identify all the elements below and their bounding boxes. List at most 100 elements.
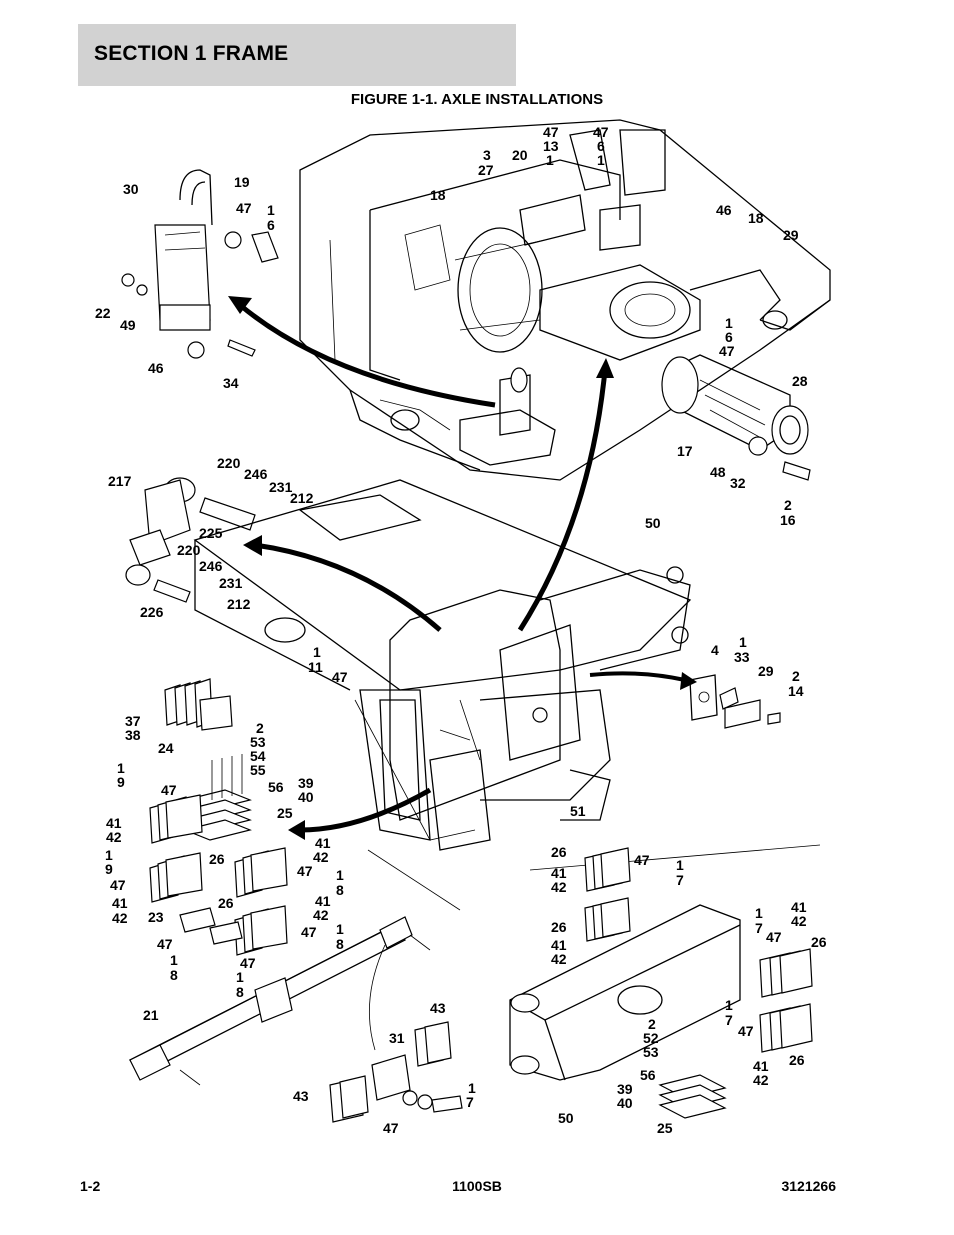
callout: 31 — [389, 1030, 405, 1046]
main-chassis-drawing — [193, 479, 781, 851]
callout: 246 — [244, 466, 268, 482]
callout: 47 — [332, 669, 348, 685]
callout: 48 — [710, 464, 726, 480]
callout: 246 — [199, 558, 223, 574]
callout: 212 — [290, 490, 314, 506]
callout: 26 — [551, 919, 567, 935]
callout: 47 — [738, 1023, 754, 1039]
callout: 21 — [143, 1007, 159, 1023]
callout: 26 — [209, 851, 225, 867]
callout: 220 — [177, 542, 201, 558]
callout: 20 — [512, 147, 528, 163]
callout: 47 — [301, 924, 317, 940]
callout: 32 — [730, 475, 746, 491]
callout: 22 — [95, 305, 111, 321]
figure-title: FIGURE 1-1. AXLE INSTALLATIONS — [350, 91, 604, 108]
callout: 225 — [199, 525, 223, 541]
callout: 43 — [430, 1000, 446, 1016]
callout: 50 — [558, 1110, 574, 1126]
callout: 26 — [811, 934, 827, 950]
callout: 47 — [634, 852, 650, 868]
upper-frame-drawing — [299, 119, 831, 481]
callout: 26 — [551, 844, 567, 860]
callout: 47 — [161, 782, 177, 798]
callout: 23 — [148, 909, 164, 925]
callout: 47 — [240, 955, 256, 971]
section-title: SECTION 1 FRAME — [94, 42, 289, 65]
callout: 28 — [792, 373, 808, 389]
callout: 26 — [218, 895, 234, 911]
model-number: 1100SB — [452, 1178, 502, 1194]
callout: 50 — [645, 515, 661, 531]
callout: 46 — [148, 360, 164, 376]
callout: 29 — [783, 227, 799, 243]
pad-stacks-right — [584, 847, 813, 1119]
cylinder-assembly-drawing — [121, 169, 279, 359]
callout: 56 — [268, 779, 284, 795]
callout: 26 — [789, 1052, 805, 1068]
callout: 47 — [297, 863, 313, 879]
page-number: 1-2 — [80, 1178, 101, 1194]
callout: 19 — [234, 174, 250, 190]
callout: 46 — [716, 202, 732, 218]
callout: 18 — [748, 210, 764, 226]
callout: 56 — [640, 1067, 656, 1083]
bottom-hardware-drawing — [329, 1021, 463, 1123]
callout: 18 — [430, 187, 446, 203]
section-header: SECTION 1 FRAME — [78, 24, 516, 86]
manual-part-number: 3121266 — [781, 1178, 836, 1194]
lower-axle-drawing — [367, 844, 821, 1081]
callout: 43 — [293, 1088, 309, 1104]
callout: 34 — [223, 375, 239, 391]
callout: 17 — [677, 443, 693, 459]
callout: 47 — [157, 936, 173, 952]
callout: 4 — [711, 642, 719, 658]
callout: 220 — [217, 455, 241, 471]
callout: 47 — [110, 877, 126, 893]
spindle-parts-drawing — [661, 354, 811, 481]
callout: 226 — [140, 604, 164, 620]
callout: 49 — [120, 317, 136, 333]
callout: 29 — [758, 663, 774, 679]
callout: 47 — [766, 929, 782, 945]
callout: 231 — [219, 575, 243, 591]
callout: 25 — [657, 1120, 673, 1136]
callout: 25 — [277, 805, 293, 821]
pad-stacks-left — [149, 678, 288, 956]
callout: 24 — [158, 740, 174, 756]
callout: 231 — [269, 479, 293, 495]
leader-arrows — [228, 296, 697, 1051]
callout: 217 — [108, 473, 132, 489]
callout: 47 — [236, 200, 252, 216]
